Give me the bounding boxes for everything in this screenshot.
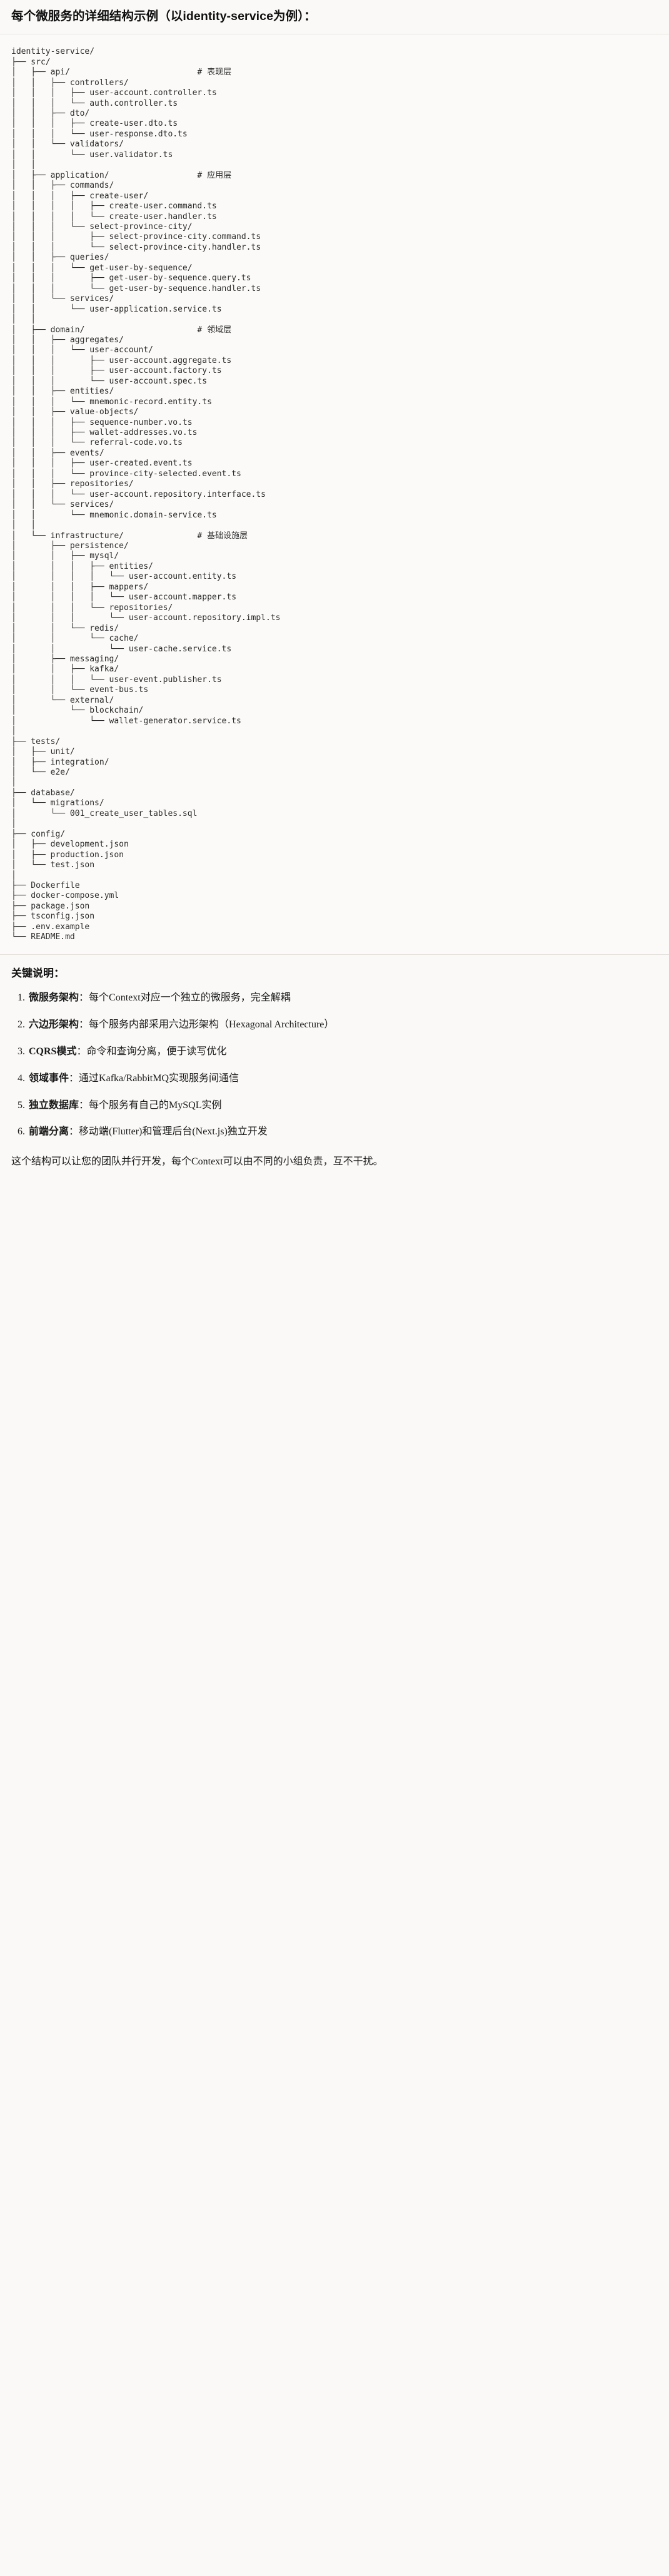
key-notes-section: 关键说明： 微服务架构：每个Context对应一个独立的微服务，完全解耦 六边形… <box>0 954 669 1176</box>
note-term: 领域事件 <box>29 1072 69 1084</box>
list-item: 领域事件：通过Kafka/RabbitMQ实现服务间通信 <box>28 1071 658 1087</box>
directory-tree: identity-service/ ├── src/ │ ├── api/ # … <box>11 47 281 942</box>
heading-section: 每个微服务的详细结构示例（以identity-service为例）： <box>0 0 669 35</box>
note-term: 六边形架构 <box>29 1019 79 1031</box>
note-term: CQRS模式 <box>29 1046 77 1057</box>
key-notes-list: 微服务架构：每个Context对应一个独立的微服务，完全解耦 六边形架构：每个服… <box>11 990 658 1140</box>
note-term: 前端分离 <box>29 1126 69 1138</box>
note-description: 每个服务有自己的MySQL实例 <box>89 1099 222 1111</box>
note-separator: ： <box>69 1126 79 1138</box>
directory-tree-section: identity-service/ ├── src/ │ ├── api/ # … <box>0 34 669 955</box>
key-notes-title: 关键说明： <box>11 967 64 979</box>
document-page: 每个微服务的详细结构示例（以identity-service为例）： ident… <box>0 0 669 1176</box>
list-item: 独立数据库：每个服务有自己的MySQL实例 <box>28 1098 658 1114</box>
note-separator: ： <box>79 992 89 1004</box>
list-item: 前端分离：移动端(Flutter)和管理后台(Next.js)独立开发 <box>28 1124 658 1140</box>
note-description: 每个Context对应一个独立的微服务，完全解耦 <box>89 992 291 1004</box>
note-description: 通过Kafka/RabbitMQ实现服务间通信 <box>79 1072 239 1084</box>
note-description: 命令和查询分离，便于读写优化 <box>86 1046 227 1057</box>
note-description: 移动端(Flutter)和管理后台(Next.js)独立开发 <box>79 1126 268 1138</box>
note-term: 独立数据库 <box>29 1099 79 1111</box>
note-separator: ： <box>79 1099 89 1111</box>
note-separator: ： <box>69 1072 79 1084</box>
note-description: 每个服务内部采用六边形架构（Hexagonal Architecture） <box>89 1019 334 1031</box>
list-item: CQRS模式：命令和查询分离，便于读写优化 <box>28 1044 658 1060</box>
list-item: 六边形架构：每个服务内部采用六边形架构（Hexagonal Architectu… <box>28 1017 658 1033</box>
note-separator: ： <box>76 1046 87 1057</box>
note-term: 微服务架构 <box>29 992 79 1004</box>
note-separator: ： <box>79 1019 89 1031</box>
list-item: 微服务架构：每个Context对应一个独立的微服务，完全解耦 <box>28 990 658 1006</box>
closing-paragraph: 这个结构可以让您的团队并行开发，每个Context可以由不同的小组负责，互不干扰… <box>11 1156 383 1168</box>
page-title: 每个微服务的详细结构示例（以identity-service为例）： <box>11 9 316 23</box>
